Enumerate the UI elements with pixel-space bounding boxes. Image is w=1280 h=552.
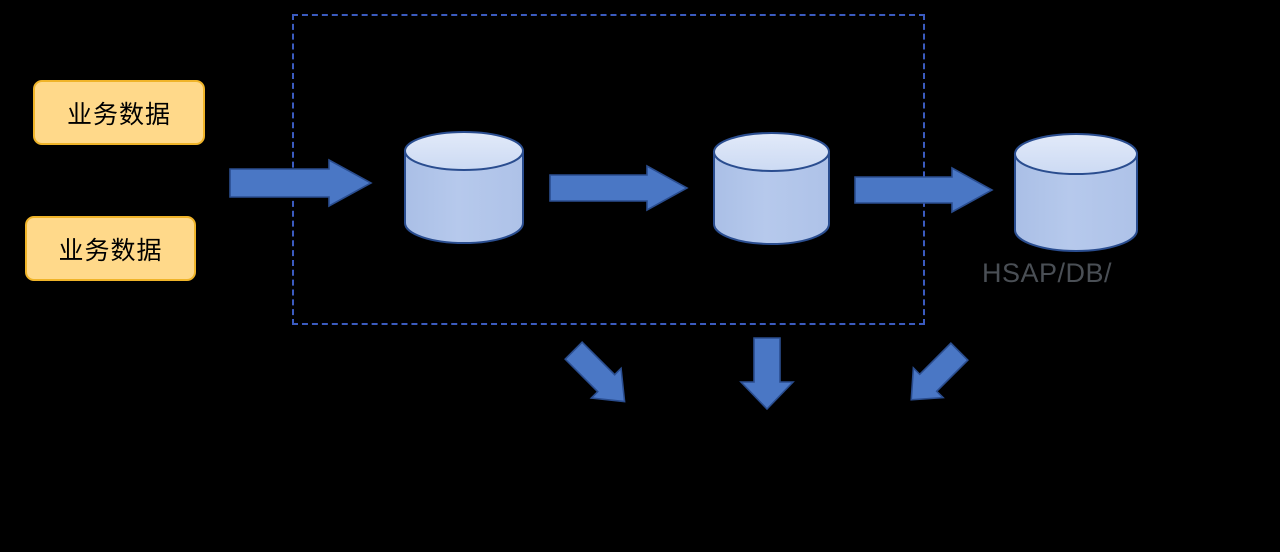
stage-arrow-glyph bbox=[549, 164, 689, 212]
store-cylinder-1-glyph bbox=[404, 131, 524, 244]
ingest-arrow-glyph bbox=[229, 158, 373, 208]
store-cylinder-3[interactable] bbox=[1013, 133, 1139, 253]
serve-arrow-glyph bbox=[854, 166, 994, 214]
source-box-2[interactable]: 业务数据 bbox=[25, 216, 196, 281]
store-cylinder-2-glyph bbox=[713, 132, 830, 245]
output-arrow-right bbox=[893, 336, 979, 414]
output-arrow-right-glyph bbox=[910, 342, 969, 401]
source-box-1-label: 业务数据 bbox=[66, 100, 171, 129]
store-cylinder-2[interactable] bbox=[712, 132, 831, 245]
store-cylinder-3-label: HSAP/DB/ bbox=[982, 258, 1113, 288]
output-arrow-left-glyph bbox=[564, 341, 626, 403]
ingest-arrow bbox=[229, 158, 373, 208]
serve-arrow bbox=[854, 165, 994, 215]
output-arrow-left bbox=[552, 334, 642, 414]
source-box-2-label: 业务数据 bbox=[58, 236, 163, 265]
stage-arrow bbox=[549, 163, 689, 213]
store-cylinder-1[interactable] bbox=[403, 131, 525, 244]
source-box-1[interactable]: 业务数据 bbox=[33, 80, 205, 145]
store-cylinder-3-glyph bbox=[1014, 133, 1138, 252]
output-arrow-center bbox=[735, 336, 799, 412]
output-arrow-center-glyph bbox=[739, 337, 795, 411]
